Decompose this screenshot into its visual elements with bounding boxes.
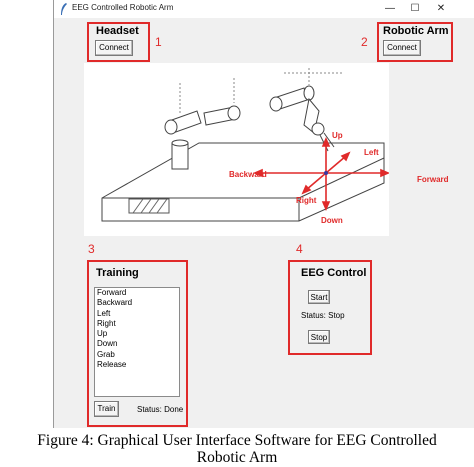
headset-panel: Headset Connect <box>87 22 150 62</box>
stop-button[interactable]: Stop <box>308 330 330 344</box>
eeg-control-panel: EEG Control Start Status: Stop Stop <box>288 260 372 355</box>
direction-right-label: Right <box>296 196 317 205</box>
list-item[interactable]: Grab <box>97 349 115 359</box>
direction-left-label: Left <box>364 148 379 157</box>
list-item[interactable]: Right <box>97 318 116 328</box>
training-number: 3 <box>88 242 95 256</box>
eeg-control-status: Status: Stop <box>301 311 345 320</box>
direction-down-label: Down <box>321 216 343 225</box>
headset-title: Headset <box>96 25 139 37</box>
eeg-control-number: 4 <box>296 242 303 256</box>
robotic-arm-panel: Robotic Arm Connect <box>377 22 453 62</box>
headset-connect-button[interactable]: Connect <box>95 40 133 56</box>
training-listbox[interactable]: Forward Backward Left Right Up Down Grab… <box>94 287 180 397</box>
list-item[interactable]: Left <box>97 308 111 318</box>
training-title: Training <box>96 267 139 279</box>
caption-line-1: Figure 4: Graphical User Interface Softw… <box>37 432 437 449</box>
close-button[interactable]: ✕ <box>436 3 446 14</box>
figure-caption: Figure 4: Graphical User Interface Softw… <box>0 432 474 466</box>
direction-up-label: Up <box>332 131 343 140</box>
headset-number: 1 <box>155 35 162 49</box>
direction-backward-label: Backward <box>229 170 267 179</box>
start-button[interactable]: Start <box>308 290 330 304</box>
train-button[interactable]: Train <box>94 401 119 417</box>
eeg-control-title: EEG Control <box>301 267 367 279</box>
direction-forward-label: Forward <box>417 175 449 184</box>
minimize-button[interactable]: — <box>385 3 395 14</box>
list-item[interactable]: Up <box>97 329 108 339</box>
list-item[interactable]: Release <box>97 360 127 370</box>
robot-arm-drawing <box>101 68 391 222</box>
robot-arm-diagram: Up Left Backward Forward Right Down <box>84 63 449 236</box>
caption-line-2: Robotic Arm <box>196 449 278 466</box>
list-item[interactable]: Forward <box>97 288 127 297</box>
list-item[interactable]: Down <box>97 339 118 349</box>
robotic-arm-number: 2 <box>361 35 368 49</box>
training-status: Status: Done <box>137 405 184 414</box>
title-bar[interactable]: EEG Controlled Robotic Arm — ☐ ✕ <box>54 0 474 18</box>
window-title: EEG Controlled Robotic Arm <box>72 3 174 12</box>
robotic-arm-connect-button[interactable]: Connect <box>383 40 421 56</box>
list-item[interactable]: Backward <box>97 298 133 308</box>
feather-icon <box>61 3 67 15</box>
maximize-button[interactable]: ☐ <box>410 3 420 14</box>
robotic-arm-title: Robotic Arm <box>383 25 449 37</box>
